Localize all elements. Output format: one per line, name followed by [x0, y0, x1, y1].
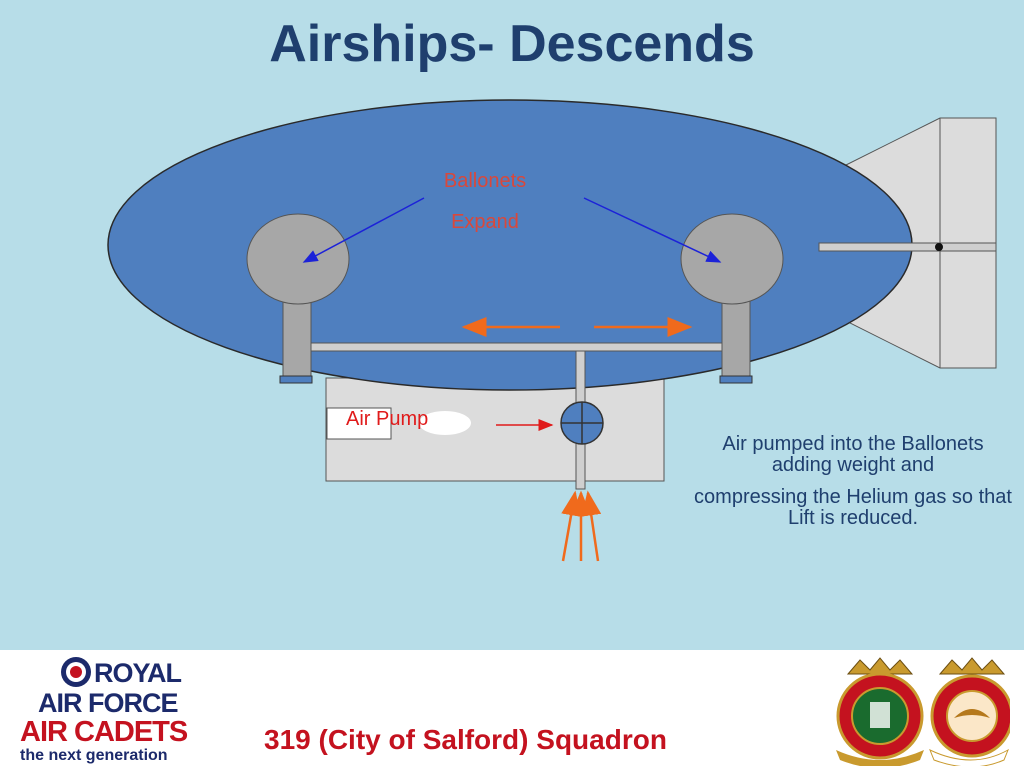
air-intake-arrow-1 — [561, 490, 581, 562]
left-ballonet-pipe — [282, 299, 312, 379]
logo-air-force: AIR FORCE — [38, 688, 178, 718]
squadron-crests — [836, 657, 1010, 766]
air-pump-label-oval — [419, 411, 471, 435]
air-pump-label-box — [326, 407, 392, 440]
air-duct-horizontal — [310, 342, 723, 352]
raf-air-cadets-logo: ROYAL AIR FORCE AIR CADETS the next gene… — [20, 650, 210, 768]
arrow-to-right-ballonet — [583, 197, 722, 263]
expand-label: Expand — [451, 211, 519, 233]
air-training-corps-crest — [929, 657, 1010, 766]
tail-rod — [818, 242, 997, 252]
right-pipe-base — [719, 375, 753, 384]
air-intake-arrow-3 — [581, 490, 602, 562]
airship-diagram — [107, 99, 997, 562]
arrow-to-left-ballonet — [302, 197, 425, 263]
caption-line-2: compressing the Helium gas so that Lift … — [694, 486, 1012, 529]
right-ballonet — [680, 213, 784, 305]
logo-royal: ROYAL — [94, 658, 182, 688]
caption-line-1: Air pumped into the Ballonets adding wei… — [722, 433, 984, 476]
left-pipe-base — [279, 375, 313, 384]
ballonets-label: Ballonets — [443, 170, 527, 192]
slide-title: Airships- Descends — [269, 15, 755, 73]
logo-air-cadets: AIR CADETS — [20, 716, 188, 748]
left-ballonet — [246, 213, 350, 305]
logo-tagline: the next generation — [20, 747, 168, 764]
air-pump-label: Air Pump — [346, 408, 429, 430]
squadron-name: 319 (City of Salford) Squadron — [264, 724, 667, 755]
right-ballonet-pipe — [721, 299, 751, 379]
caption: Air pumped into the Ballonets adding wei… — [690, 434, 1016, 529]
slide: Airships- Descends — [0, 0, 1024, 650]
city-of-salford-crest — [836, 657, 924, 766]
roundel-icon — [61, 657, 91, 687]
tail-pivot — [935, 243, 943, 251]
